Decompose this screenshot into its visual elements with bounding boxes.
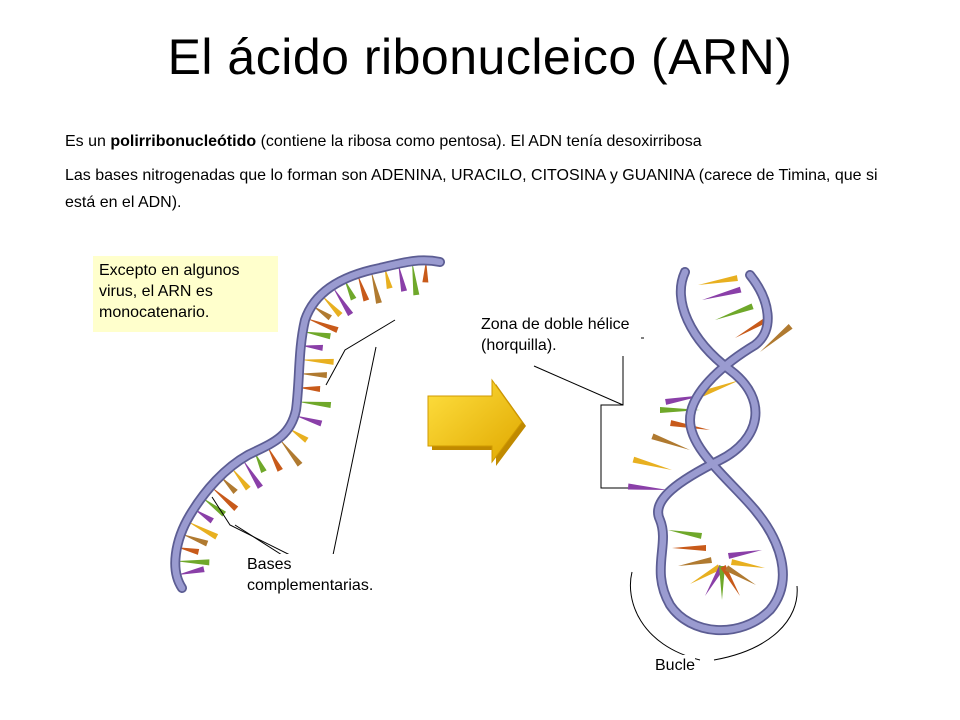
nucleotide-base <box>332 286 354 317</box>
nucleotide-base <box>651 433 690 450</box>
nucleotide-base <box>201 497 227 517</box>
helix-bracket-lines <box>533 337 644 489</box>
nucleotide-base <box>698 275 738 285</box>
nucleotide-base <box>730 559 765 568</box>
nucleotide-base <box>305 317 339 333</box>
nucleotide-base <box>398 263 408 292</box>
nucleotide-base <box>210 486 239 512</box>
nucleotide-base <box>384 266 393 289</box>
nucleotide-base <box>298 372 328 379</box>
intro-bold-term: polirribonucleótido <box>110 133 257 150</box>
nucleotide-base <box>668 530 703 539</box>
intro-prefix: Es un <box>65 133 111 150</box>
loop-bracket <box>629 571 798 661</box>
nucleotide-base <box>760 323 793 352</box>
nucleotide-base <box>701 380 740 397</box>
nucleotide-base <box>720 565 740 596</box>
nucleotide-base <box>302 331 331 340</box>
nucleotide-base <box>727 550 762 559</box>
nucleotide-base <box>344 279 357 301</box>
nucleotide-base <box>672 545 706 551</box>
nucleotide-base <box>627 483 668 490</box>
nucleotide-base <box>278 438 303 467</box>
bases-paragraph: Las bases nitrogenadas que lo forman son… <box>65 167 878 211</box>
intro-paragraph: Es un polirribonucleótido (contiene la r… <box>65 128 905 155</box>
nucleotide-base <box>370 270 382 304</box>
hairpin-backbone <box>653 267 788 635</box>
nucleotide-base <box>300 344 324 351</box>
left-bracket-lines <box>211 319 396 561</box>
nucleotide-base <box>678 557 713 566</box>
nucleotide-base <box>176 566 205 576</box>
nucleotide-base <box>254 451 267 474</box>
monocatenary-note: Excepto en algunos virus, el ARN es mono… <box>93 256 278 332</box>
nucleotide-base <box>632 456 672 470</box>
label-complementary-bases: Bases complementarias. <box>247 554 407 596</box>
nucleotide-base <box>715 303 754 320</box>
nucleotide-base <box>296 401 332 408</box>
nucleotide-base <box>186 520 219 540</box>
single-strand-backbone <box>170 255 445 593</box>
label-double-helix-zone: Zona de doble hélice (horquilla). <box>481 314 641 356</box>
page-title: El ácido ribonucleico (ARN) <box>167 29 793 85</box>
nucleotide-base <box>298 386 321 393</box>
intro-suffix: (contiene la ribosa como pentosa). El AD… <box>256 133 702 150</box>
nucleotide-base <box>690 564 721 584</box>
nucleotide-base <box>220 476 238 495</box>
nucleotide-base <box>735 315 772 338</box>
nucleotide-base <box>193 508 214 524</box>
nucleotide-base <box>294 415 323 427</box>
nucleotide-base <box>299 358 334 365</box>
hairpin-bases <box>627 275 793 600</box>
nucleotide-base <box>412 261 420 296</box>
transition-arrow-icon <box>427 378 526 466</box>
nucleotide-base <box>725 565 756 585</box>
nucleotide-base <box>177 547 200 555</box>
nucleotide-base <box>175 559 210 566</box>
nucleotide-base <box>719 566 725 600</box>
nucleotide-base <box>230 466 251 491</box>
nucleotide-base <box>702 286 742 300</box>
nucleotide-base <box>660 407 700 413</box>
nucleotide-base <box>242 458 263 489</box>
nucleotide-base <box>180 533 209 547</box>
nucleotide-base <box>288 428 309 443</box>
nucleotide-base <box>312 305 332 321</box>
nucleotide-base <box>422 260 429 283</box>
nucleotide-base <box>267 445 283 472</box>
label-loop: Bucle <box>655 655 696 676</box>
nucleotide-base <box>321 294 343 318</box>
single-strand-bases <box>175 260 429 576</box>
nucleotide-base <box>357 273 370 302</box>
